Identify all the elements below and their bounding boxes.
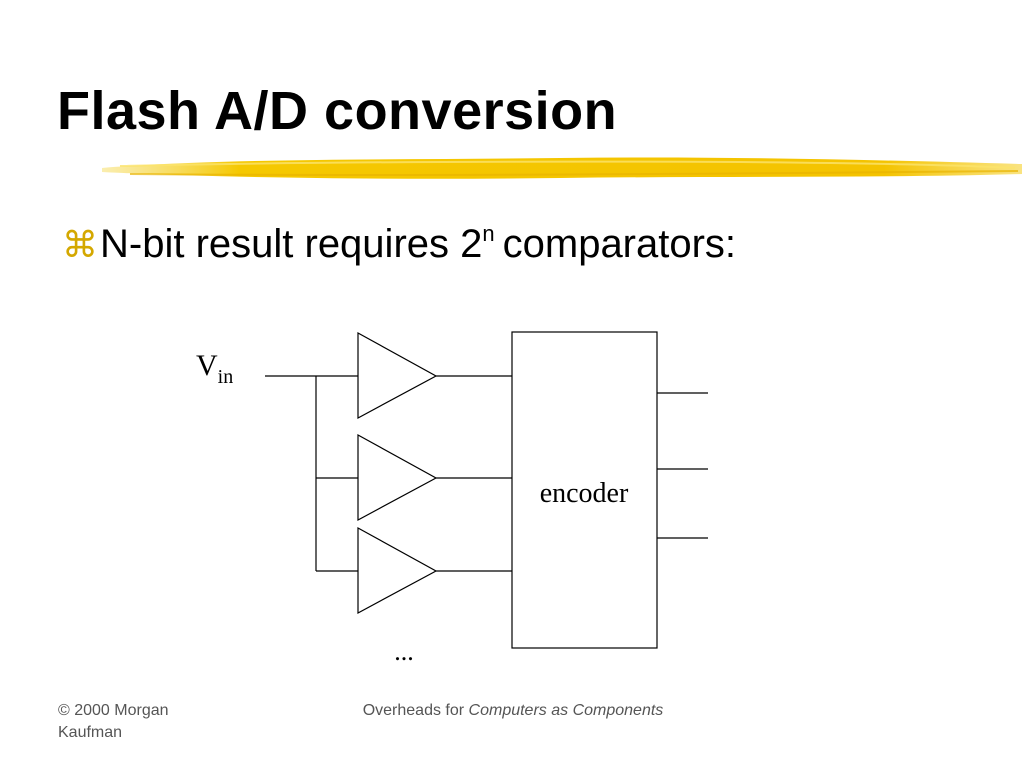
bullet-text-main: N-bit result requires 2 bbox=[100, 222, 483, 266]
footer-copyright: © 2000 Morgan Kaufman bbox=[58, 702, 169, 741]
comparator-2 bbox=[357, 433, 438, 522]
input-label: Vin bbox=[196, 349, 233, 388]
bullet-superscript: n bbox=[482, 220, 495, 246]
highlight-stroke bbox=[102, 157, 1022, 179]
encoder-block bbox=[511, 331, 658, 649]
command-key-bullet-icon: ⌘ bbox=[62, 224, 98, 265]
input-label-main: V bbox=[196, 349, 218, 382]
bullet-text-end: comparators: bbox=[502, 222, 737, 266]
encoder-label: encoder bbox=[540, 478, 629, 509]
footer-source: Overheads for Computers as Components bbox=[362, 700, 664, 722]
bullet-item: ⌘N-bit result requires 2n comparators: bbox=[62, 220, 737, 267]
comparator-3 bbox=[357, 526, 438, 615]
more-comparators-ellipsis: ... bbox=[394, 637, 414, 666]
slide-title: Flash A/D conversion bbox=[57, 81, 618, 141]
footer-source-prefix: Overheads for bbox=[362, 702, 469, 719]
input-label-subscript: in bbox=[218, 366, 234, 388]
footer-source-title: Computers as Components bbox=[468, 702, 664, 719]
comparator-1 bbox=[357, 331, 438, 420]
